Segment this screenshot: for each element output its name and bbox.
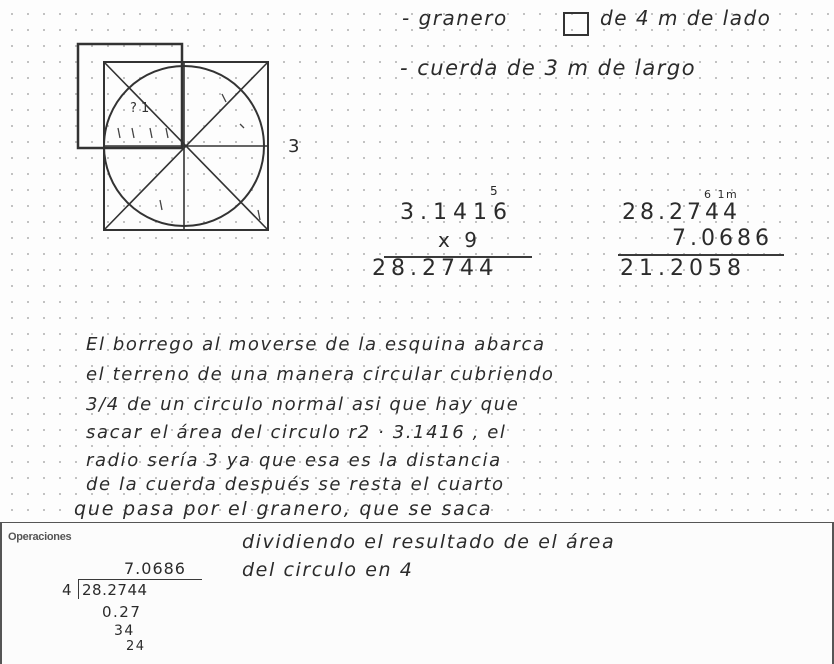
calc1-multiplier: x 9	[438, 228, 481, 252]
calc1-multiplicand: 3.1416	[400, 200, 513, 225]
calc1-product: 28.2744	[372, 256, 498, 281]
division-step-3: 24	[126, 639, 146, 654]
given-barn-suffix: de 4 m de lado	[600, 6, 772, 30]
division-bracket	[78, 579, 79, 599]
explanation-line-5: radio sería 3 ya que esa es la distancia	[86, 450, 502, 471]
given-rope: - cuerda de 3 m de largo	[400, 56, 697, 80]
operations-label: Operaciones	[8, 531, 72, 543]
barn-square-symbol	[563, 12, 589, 36]
explanation-line-1: El borrego al moverse de la esquina abar…	[86, 334, 546, 355]
continuation-line-1: dividiendo el resultado de el área	[242, 531, 616, 553]
explanation-line-6: de la cuerda después se resta el cuarto	[86, 474, 505, 495]
quarter-label: ? 1	[130, 101, 149, 116]
side-length-label: 3	[288, 136, 301, 157]
calc1-carry: 5	[490, 184, 500, 198]
division-quotient: 7.0686	[124, 559, 186, 578]
division-step-2: 34	[114, 623, 135, 639]
calc2-minuend: 28.2744	[622, 200, 741, 225]
explanation-line-4: sacar el área del circulo r2 · 3.1416 , …	[86, 422, 507, 443]
barn-square	[76, 42, 184, 150]
calc2-rule	[618, 254, 784, 256]
given-barn-prefix: - granero	[402, 6, 508, 30]
diagonal-b	[103, 61, 269, 231]
calc2-carry: 6 1m	[704, 188, 739, 201]
calc1-rule	[384, 256, 532, 258]
division-divisor: 4	[62, 581, 74, 599]
calc2-difference: 21.2058	[620, 256, 746, 281]
continuation-line-2: del circulo en 4	[242, 559, 414, 581]
explanation-line-7: que pasa por el granero, que se saca	[74, 498, 493, 520]
division-bar	[78, 579, 202, 580]
notebook-sheet: - granero de 4 m de lado - cuerda de 3 m…	[0, 0, 834, 524]
division-dividend: 28.2744	[82, 581, 148, 599]
explanation-line-2: el terreno de una manera circular cubrie…	[86, 364, 555, 385]
explanation-line-3: 3/4 de un circulo normal asi que hay que	[86, 394, 520, 415]
calc2-subtrahend: 7.0686	[672, 226, 773, 251]
division-step-1: 0.27	[102, 603, 142, 621]
barn-circle-diagram: ? 1	[76, 42, 269, 231]
operations-box: Operaciones dividiendo el resultado de e…	[0, 522, 834, 664]
